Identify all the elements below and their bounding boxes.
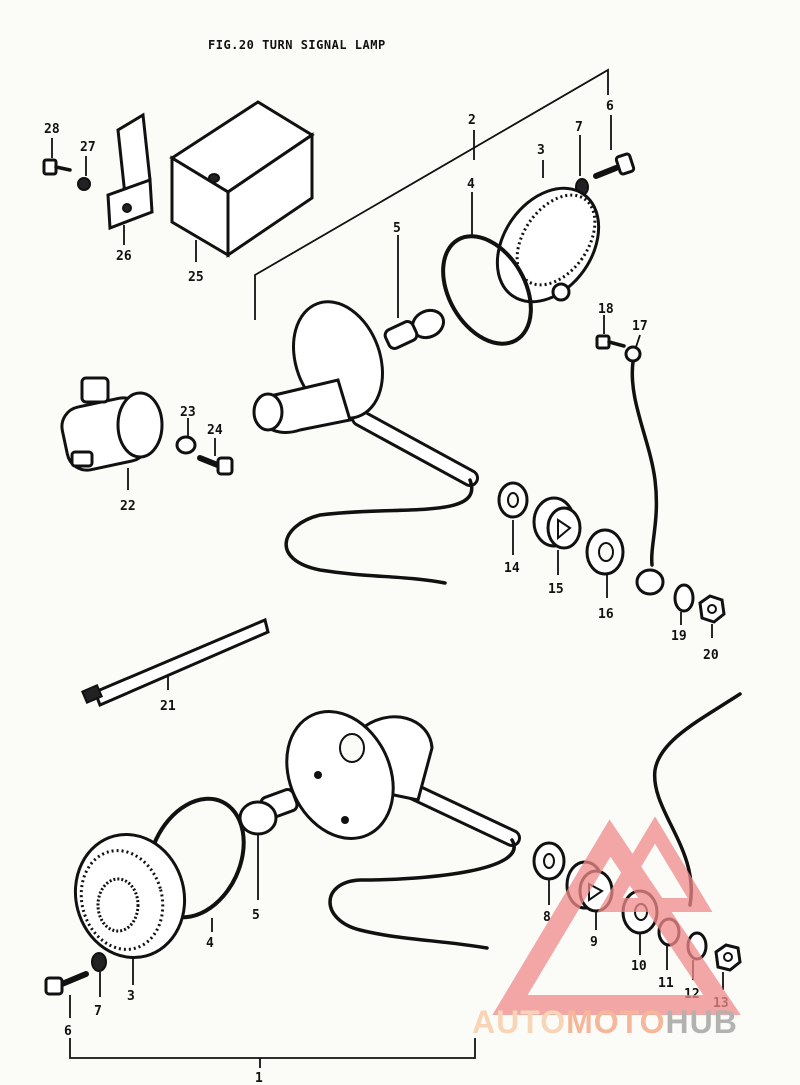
wire-front-lead — [653, 692, 742, 907]
watermark: AUTOMOTOHUB — [472, 816, 741, 1040]
callout-18: 18 — [598, 302, 614, 317]
callout-19: 19 — [671, 629, 687, 644]
callout-15: 15 — [548, 582, 564, 597]
callout-24: 24 — [207, 423, 223, 438]
callout-27: 27 — [80, 140, 96, 155]
callout-3-front: 3 — [127, 989, 135, 1004]
grommet-15 — [532, 496, 582, 550]
nut-16 — [585, 528, 625, 576]
assembly-2-bracket — [254, 68, 609, 320]
callout-20: 20 — [703, 648, 719, 663]
callout-11: 11 — [658, 976, 674, 991]
lamp-housing-rear — [252, 300, 479, 487]
callout-26: 26 — [116, 249, 132, 264]
washer-19 — [673, 583, 695, 613]
callout-9: 9 — [590, 935, 598, 950]
lens-3-front — [73, 833, 187, 959]
callout-14: 14 — [504, 561, 520, 576]
bulb-5-rear — [383, 308, 446, 350]
callout-5-rear: 5 — [393, 221, 401, 236]
watermark-logo-text: AUTOMOTOHUB — [472, 1004, 738, 1040]
callout-6-front: 6 — [64, 1024, 72, 1039]
screw-24 — [197, 455, 234, 476]
lamp-housing-front — [285, 710, 521, 847]
nut-20 — [698, 594, 726, 624]
callout-5-front: 5 — [252, 908, 260, 923]
wire-rear-lamp — [284, 478, 474, 585]
callout-2: 2 — [468, 113, 476, 128]
wire-front-lamp — [328, 838, 516, 950]
washer-23 — [175, 435, 197, 455]
bulb-5-front — [238, 788, 299, 836]
callout-4-rear: 4 — [467, 177, 475, 192]
callout-10: 10 — [631, 959, 647, 974]
screw-18 — [595, 334, 626, 350]
screw-28 — [42, 158, 72, 176]
callout-3-rear: 3 — [537, 143, 545, 158]
turn-signal-switch-22 — [60, 376, 164, 472]
lens-screw-6 — [593, 152, 636, 179]
callout-7-rear: 7 — [575, 120, 583, 135]
callout-28: 28 — [44, 122, 60, 137]
callout-8: 8 — [543, 910, 551, 925]
washer-27 — [77, 177, 91, 191]
callout-22: 22 — [120, 499, 136, 514]
callout-6-rear: 6 — [606, 99, 614, 114]
washer-7-front — [91, 952, 107, 972]
callout-21: 21 — [160, 699, 176, 714]
flasher-relay-25 — [169, 100, 315, 258]
callout-4-front: 4 — [206, 936, 214, 951]
callout-16: 16 — [598, 607, 614, 622]
assembly-1-bracket — [69, 1038, 476, 1068]
ground-wire-17 — [624, 345, 665, 596]
callout-7-front: 7 — [94, 1004, 102, 1019]
lens-screw-6-front — [44, 971, 89, 996]
figure-title: FIG.20 TURN SIGNAL LAMP — [208, 38, 386, 52]
callout-1: 1 — [255, 1071, 263, 1085]
lamp-stay-21 — [80, 617, 270, 707]
nut-13 — [714, 943, 742, 972]
callout-25: 25 — [188, 270, 204, 285]
gasket-4-rear — [441, 234, 533, 346]
callout-23: 23 — [180, 405, 196, 420]
callout-17: 17 — [632, 319, 648, 334]
relay-bracket-26 — [106, 112, 154, 231]
